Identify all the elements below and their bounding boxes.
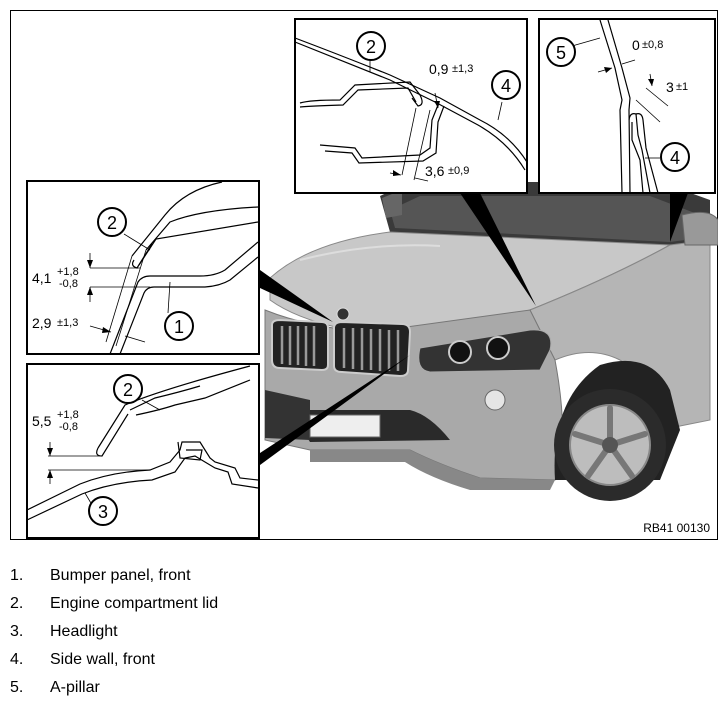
callout-lid-box3 bbox=[356, 31, 386, 61]
detail-box-bumper: 2 1 4,1 +1,8 -0,8 2,9 ±1,3 bbox=[26, 180, 260, 355]
dim-gap-headlight-tol-minus: -0,8 bbox=[59, 421, 78, 433]
dim-flush-bumper-main: 2,9 bbox=[32, 315, 52, 331]
callout-side-wall-box4-label: 4 bbox=[670, 148, 680, 168]
callout-lid-box1-label: 2 bbox=[107, 213, 117, 233]
dim-flush-a-pillar-tol: ±1 bbox=[676, 81, 688, 93]
dim-gap-a-pillar-tol: ±0,8 bbox=[642, 39, 663, 51]
callout-headlight-label: 3 bbox=[98, 502, 108, 522]
detail-box-a-pillar: 5 4 0 ±0,8 3 ±1 bbox=[538, 18, 716, 194]
callout-bumper bbox=[164, 311, 194, 341]
callout-lid-box2-label: 2 bbox=[123, 380, 133, 400]
legend-label: Headlight bbox=[50, 623, 118, 640]
legend-item: 4. Side wall, front bbox=[10, 646, 710, 674]
dim-gap-lid-side-tol: ±1,3 bbox=[452, 63, 473, 75]
legend-number: 1. bbox=[10, 567, 24, 584]
figure-reference: RB41 00130 bbox=[643, 521, 710, 535]
dim-gap-a-pillar-main: 0 bbox=[632, 37, 640, 53]
legend-number: 5. bbox=[10, 679, 24, 696]
legend-item: 5. A-pillar bbox=[10, 674, 710, 702]
dim-gap-headlight-tol-plus: +1,8 bbox=[57, 409, 79, 421]
dim-gap-bumper-tol-plus: +1,8 bbox=[57, 266, 79, 278]
legend-number: 4. bbox=[10, 651, 24, 668]
legend: 1. Bumper panel, front 2. Engine compart… bbox=[10, 562, 710, 702]
pointer-wedges bbox=[260, 193, 688, 465]
diagram-figure: 2 1 4,1 +1,8 -0,8 2,9 ±1,3 2 3 bbox=[10, 10, 718, 540]
car-illustration bbox=[264, 182, 718, 501]
dim-gap-bumper-main: 4,1 bbox=[32, 270, 52, 286]
legend-label: A-pillar bbox=[50, 679, 100, 696]
legend-number: 2. bbox=[10, 595, 24, 612]
dim-gap-bumper-tol-minus: -0,8 bbox=[59, 278, 78, 290]
legend-label: Engine compartment lid bbox=[50, 595, 219, 612]
callout-a-pillar-label: 5 bbox=[556, 43, 566, 63]
legend-item: 3. Headlight bbox=[10, 618, 710, 646]
callout-side-wall-box3-label: 4 bbox=[501, 76, 511, 96]
legend-label: Bumper panel, front bbox=[50, 567, 191, 584]
callout-bumper-label: 1 bbox=[174, 317, 184, 337]
dim-flush-lid-side-main: 3,6 bbox=[425, 163, 445, 179]
detail-box-side-wall: 2 4 0,9 ±1,3 3,6 ±0,9 bbox=[294, 18, 528, 194]
legend-number: 3. bbox=[10, 623, 24, 640]
dim-gap-lid-side-main: 0,9 bbox=[429, 61, 449, 77]
dim-gap-headlight-main: 5,5 bbox=[32, 413, 52, 429]
legend-item: 2. Engine compartment lid bbox=[10, 590, 710, 618]
dim-flush-lid-side-tol: ±0,9 bbox=[448, 165, 469, 177]
detail-box-headlight: 2 3 5,5 +1,8 -0,8 bbox=[26, 363, 260, 539]
callout-lid-box2 bbox=[113, 374, 143, 404]
legend-item: 1. Bumper panel, front bbox=[10, 562, 710, 590]
legend-label: Side wall, front bbox=[50, 651, 155, 668]
callout-side-wall-box4 bbox=[660, 142, 690, 172]
dim-flush-bumper-tol: ±1,3 bbox=[57, 317, 78, 329]
dim-flush-a-pillar-main: 3 bbox=[666, 79, 674, 95]
callout-side-wall-box3 bbox=[491, 70, 521, 100]
callout-lid-box1 bbox=[97, 207, 127, 237]
callout-a-pillar bbox=[546, 37, 576, 67]
callout-headlight bbox=[88, 496, 118, 526]
callout-lid-box3-label: 2 bbox=[366, 37, 376, 57]
